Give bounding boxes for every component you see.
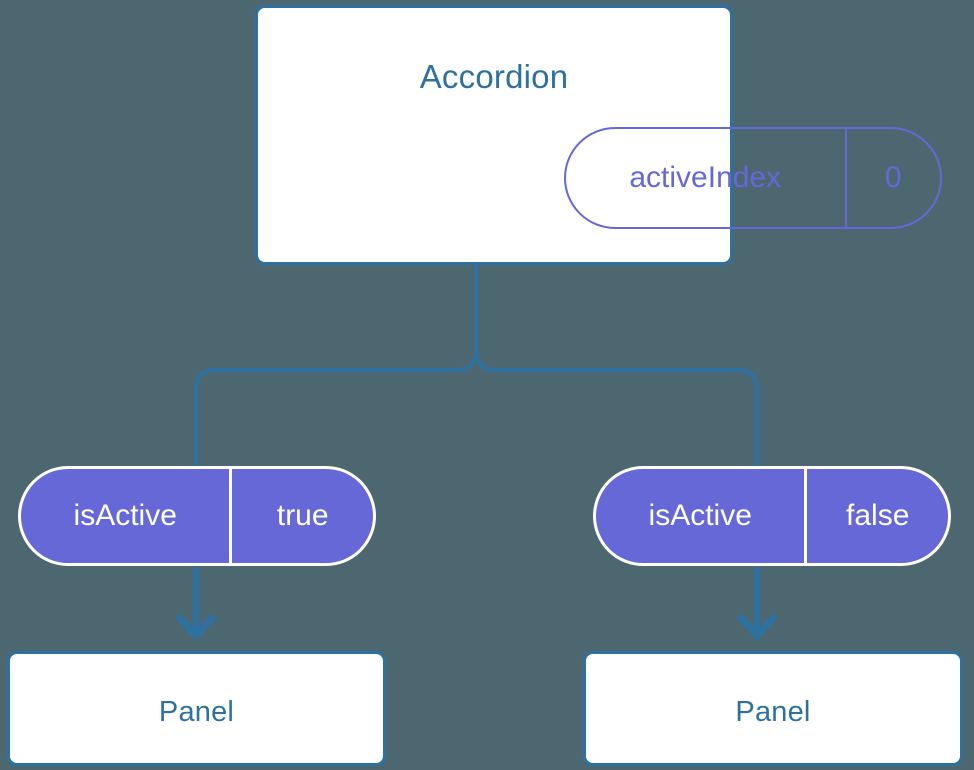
accordion-state-key: activeIndex: [566, 129, 847, 227]
left-panel-component-card[interactable]: Panel: [7, 651, 386, 766]
right-prop-value: false: [846, 499, 910, 532]
right-prop-pill[interactable]: isActive false: [593, 466, 951, 566]
accordion-component-title: Accordion: [419, 58, 569, 95]
arrow-left-pill-to-panel: [176, 568, 216, 640]
accordion-component-card[interactable]: Accordion activeIndex 0: [255, 5, 942, 265]
right-panel-component-title: Panel: [735, 696, 811, 728]
left-prop-pill[interactable]: isActive true: [18, 466, 376, 566]
tree-branch-connector-right: [474, 263, 759, 468]
tree-branch-connector: [194, 263, 478, 468]
left-prop-value: true: [276, 499, 329, 532]
left-prop-key: isActive: [21, 469, 233, 563]
right-panel-component-card[interactable]: Panel: [583, 651, 963, 766]
arrow-right-pill-to-panel: [737, 568, 777, 640]
accordion-state-value: 0: [884, 161, 902, 194]
accordion-state-pill[interactable]: activeIndex 0: [564, 127, 942, 229]
left-panel-component-title: Panel: [158, 696, 235, 728]
right-prop-key: isActive: [596, 469, 808, 563]
